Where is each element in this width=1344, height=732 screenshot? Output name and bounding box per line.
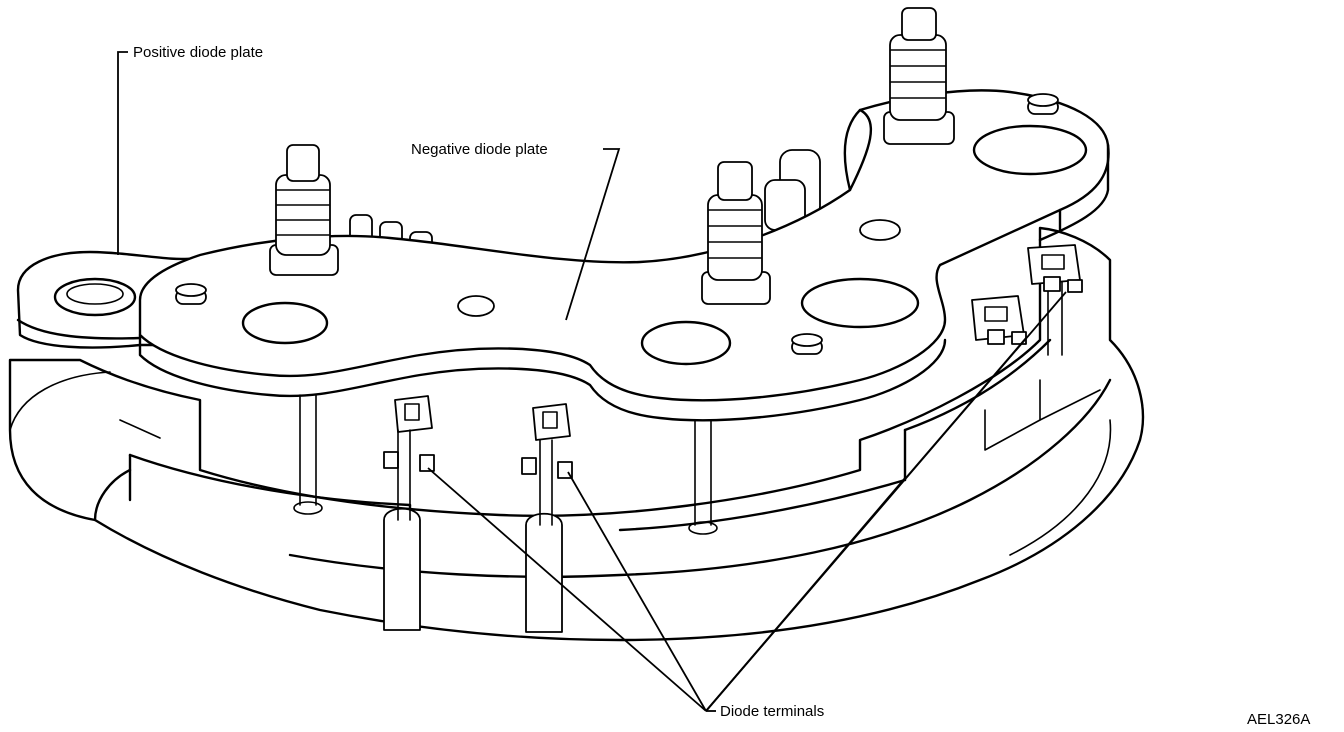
plate-pins	[175, 93, 1059, 355]
leader-positive-plate	[117, 51, 128, 255]
positive-plate-label: Positive diode plate	[133, 44, 263, 61]
leader-diode-terminals	[427, 291, 1067, 712]
threaded-stud-middle	[701, 161, 771, 305]
negative-plate-label: Negative diode plate	[411, 141, 548, 158]
threaded-stud-right	[883, 7, 955, 145]
diode-terminal-3	[1027, 244, 1083, 293]
negative-plate	[138, 89, 1110, 422]
diode-terminal-1	[383, 395, 435, 631]
figure-code: AEL326A	[1247, 711, 1310, 728]
threaded-stud-left	[269, 144, 339, 276]
diode-terminal-4	[971, 295, 1027, 345]
diode-terminals-label: Diode terminals	[720, 703, 824, 720]
leader-negative-plate	[565, 148, 621, 321]
